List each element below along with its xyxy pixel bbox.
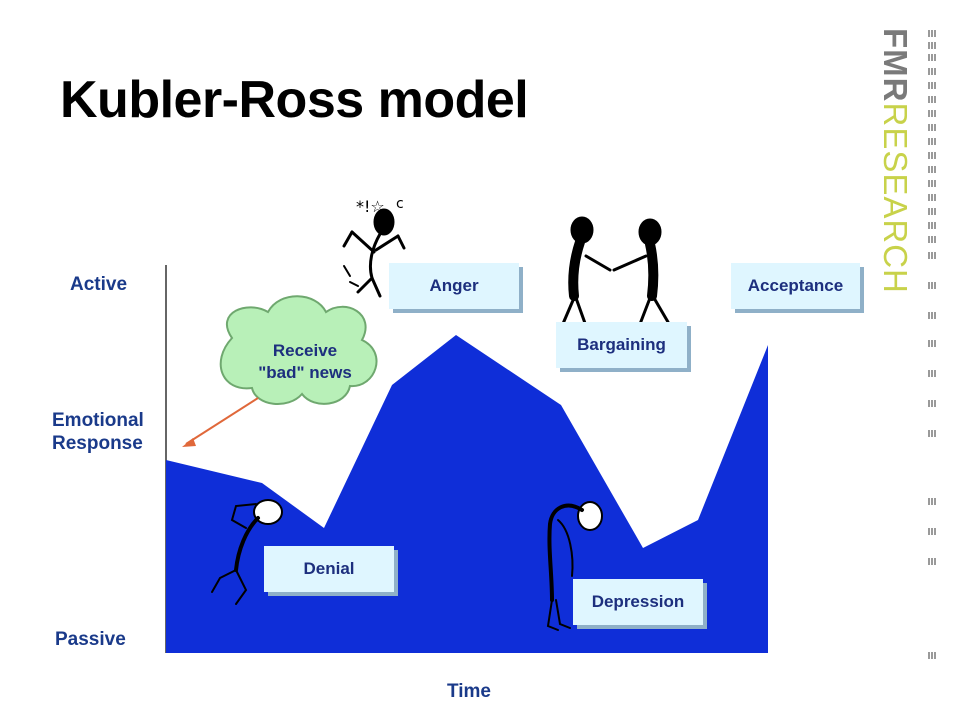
svg-text:*!☆: *!☆: [356, 197, 385, 216]
bad-news-arrow: [182, 397, 259, 447]
stage-anger: Anger: [389, 263, 519, 309]
bad-news-bubble: [219, 295, 378, 406]
stage-depression: Depression: [573, 579, 703, 625]
axis-label-passive: Passive: [55, 629, 126, 650]
page-title: Kubler-Ross model: [60, 71, 529, 129]
angry-figure-icon: *!☆ c: [342, 196, 407, 298]
svg-text:c: c: [396, 196, 404, 212]
bubble-line2: "bad" news: [258, 363, 352, 382]
axis-label-emotional: Emotional: [52, 410, 144, 431]
stage-denial: Denial: [264, 546, 394, 592]
bad-news-label: Receive "bad" news: [246, 340, 364, 384]
axis-label-active: Active: [70, 274, 128, 295]
axis-label-response: Response: [52, 433, 143, 454]
decorative-ticker: [928, 30, 938, 660]
bubble-line1: Receive: [272, 341, 338, 360]
depressed-figure-icon: [546, 501, 603, 631]
stage-bargaining: Bargaining: [556, 322, 687, 368]
axis-label-emotional-response: Emotional Response: [52, 409, 144, 455]
stage-acceptance: Acceptance: [731, 263, 860, 309]
axis-label-time: Time: [447, 681, 492, 702]
denial-figure-icon: [211, 499, 283, 605]
handshake-figures-icon: [560, 216, 670, 328]
